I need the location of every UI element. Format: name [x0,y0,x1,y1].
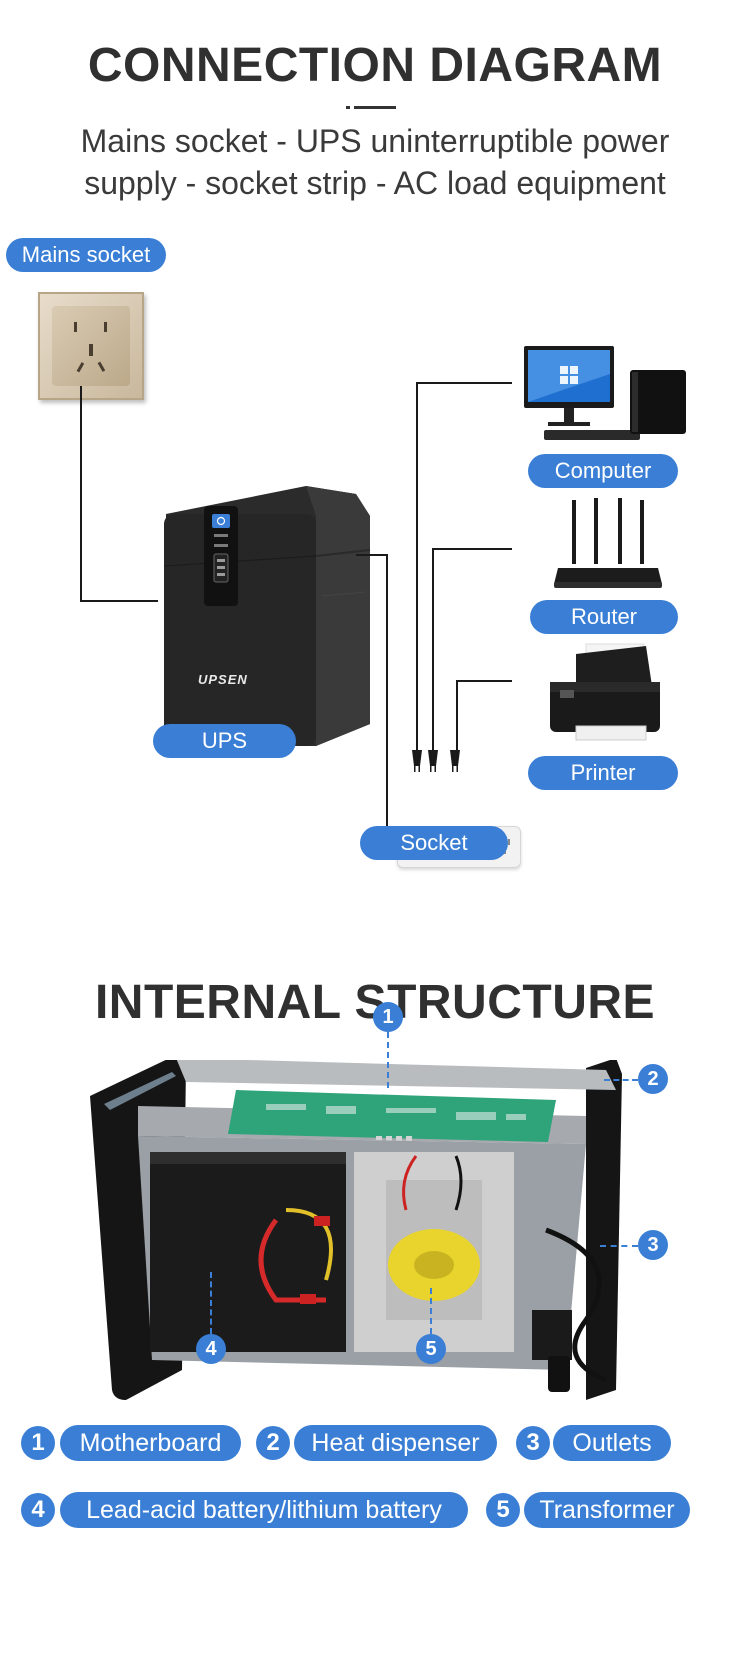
computer-image [520,344,688,448]
connection-subtitle: Mains socket - UPS uninterruptible power… [20,120,730,204]
wire-printer-horizontal [456,680,512,682]
router-label: Router [530,600,678,634]
legend-label-transformer: Transformer [524,1492,690,1528]
legend-label-outlets: Outlets [553,1425,671,1461]
wire-computer-horizontal [416,382,512,384]
wire-mains-down [80,386,82,601]
ups-brand-logo: UPSEN [198,672,248,687]
printer-image [546,640,664,746]
legend-num-2: 2 [256,1426,290,1460]
callout-4-leader [210,1272,212,1334]
computer-label: Computer [528,454,678,488]
ups-label: UPS [153,724,296,758]
callout-1-leader [387,1032,389,1088]
legend-num-3: 3 [516,1426,550,1460]
title-divider-dot [346,106,350,109]
legend-num-4: 4 [21,1493,55,1527]
wire-mains-to-ups [80,600,158,602]
callout-4: 4 [196,1334,226,1364]
wire-ups-to-strip [386,554,388,826]
callout-5-leader [430,1288,432,1334]
ups-internal-image: 1 2 3 4 5 [86,1002,668,1430]
subtitle-line-2: supply - socket strip - AC load equipmen… [84,165,666,201]
wire-router-vertical [432,548,434,752]
wire-computer-vertical [416,382,418,752]
legend-num-5: 5 [486,1493,520,1527]
wire-ups-out [356,554,388,556]
callout-3: 3 [638,1230,668,1260]
callout-2-leader [604,1079,638,1081]
callout-1: 1 [373,1002,403,1032]
mains-socket-label: Mains socket [6,238,166,272]
socket-label: Socket [360,826,508,860]
legend-label-heat-dispenser: Heat dispenser [294,1425,497,1461]
mains-socket-image [38,292,144,400]
connection-diagram-title: CONNECTION DIAGRAM [87,39,663,92]
printer-label: Printer [528,756,678,790]
ups-image: UPSEN [156,486,374,746]
wall-outlet-icon [74,322,107,373]
callout-5: 5 [416,1334,446,1364]
callout-3-leader [600,1245,638,1247]
title-divider [354,106,396,109]
wire-router-horizontal [432,548,512,550]
subtitle-line-1: Mains socket - UPS uninterruptible power [80,123,670,159]
wire-printer-vertical [456,680,458,752]
callout-2: 2 [638,1064,668,1094]
legend-num-1: 1 [21,1426,55,1460]
legend-label-motherboard: Motherboard [60,1425,241,1461]
legend-label-battery: Lead-acid battery/lithium battery [60,1492,468,1528]
plug-icons [412,750,460,772]
router-image [552,498,664,594]
